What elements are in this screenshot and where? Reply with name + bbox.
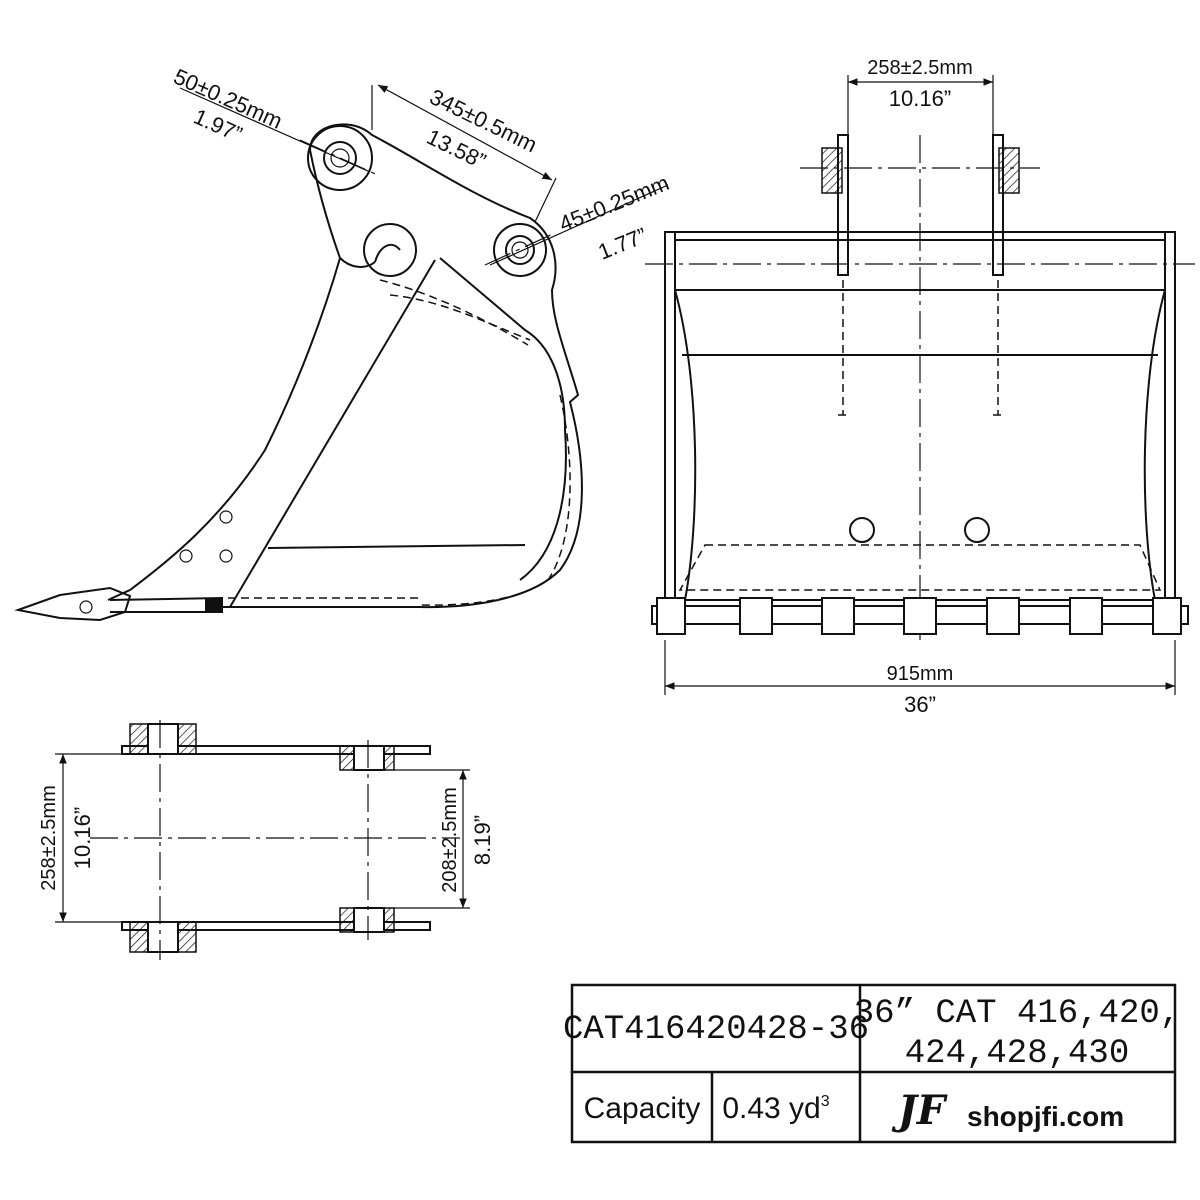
pin2-dim-in: 1.77” [595,223,651,265]
side-view: 50±0.25mm 1.97” 345±0.5mm 13.58” 45±0.25… [14,64,673,622]
bucket-side-outline [215,123,583,609]
outer-spacing-mm: 258±2.5mm [38,785,60,890]
side-hole-1 [219,510,233,524]
capacity-label: Capacity [584,1092,701,1125]
jf-logo-icon: JF [891,1087,948,1134]
ear-spacing-mm: 258±2.5mm [867,57,972,79]
shop-url: shopjfi.com [967,1101,1124,1132]
title-block: CAT416420428-36 36” CAT 416,420, 424,428… [563,983,1180,1144]
side-hole-2 [179,549,193,563]
lower-pin-boss [493,223,547,277]
capacity-value: 0.43 yd3 [722,1092,829,1125]
pin2-dim-mm: 45±0.25mm [556,170,673,237]
outer-spacing-in: 10.16” [70,807,95,869]
width-mm: 915mm [887,663,954,685]
top-view: 258±2.5mm 10.16” 208±2.5mm 8.19” [38,720,495,960]
width-in: 36” [904,692,936,717]
side-hole-3 [219,549,233,563]
front-teeth [656,597,1182,635]
description-line2: 424,428,430 [905,1035,1129,1073]
ear-spacing-in: 10.16” [889,86,951,111]
inner-spacing-mm: 208±2.5mm [439,787,461,892]
part-number: CAT416420428-36 [563,1011,869,1049]
inner-spacing-in: 8.19” [470,815,495,865]
front-view: 258±2.5mm 10.16” [645,57,1195,717]
tooth-icon [14,586,223,622]
description-line1: 36” CAT 416,420, [854,995,1180,1033]
upper-pin-boss [307,125,373,191]
